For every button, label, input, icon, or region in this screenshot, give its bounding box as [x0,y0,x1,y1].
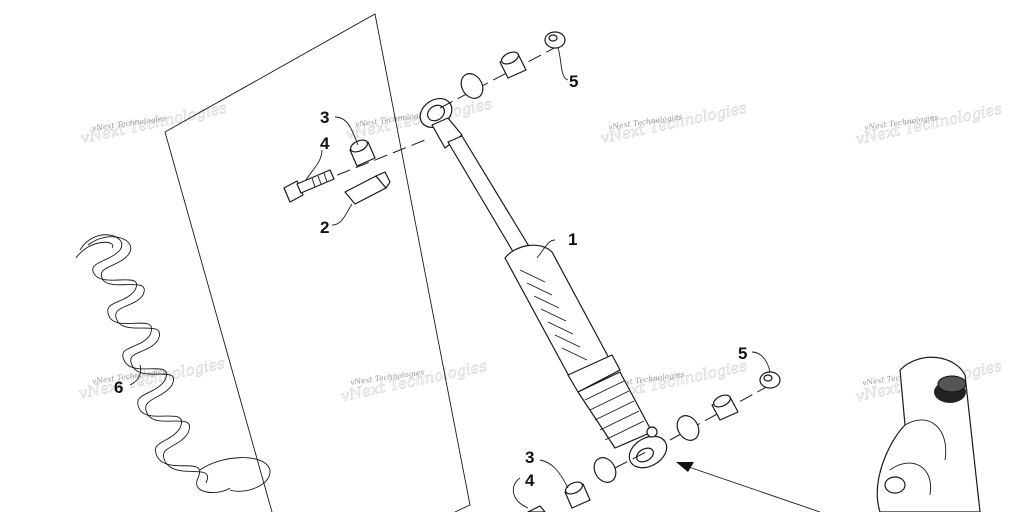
leader-3-lower [539,459,569,489]
bracket-nut-top [937,375,967,393]
leader-4-lower [512,477,529,509]
leader-3-upper [334,116,359,146]
shock-top-eye-hole [427,104,445,122]
callout-5-lower: 5 [738,344,747,363]
bushing-upper [349,139,376,167]
bolt-upper-shank [296,169,335,194]
washer-upper-a [460,73,484,99]
leader-4-upper [305,149,323,181]
bracket-ribs [889,419,947,496]
mount-arrow-line [679,463,821,512]
bracket-hole [884,476,906,494]
callout-3-lower: 3 [525,448,534,467]
pin-tip [375,171,391,189]
bushing-lower [564,457,617,509]
callout-6: 6 [114,378,123,397]
callout-3-upper: 3 [320,108,329,127]
shock-bottom-eye-hole [636,447,654,463]
spacer-lower-stack [676,371,781,441]
leader-1 [536,239,556,259]
spring-outline-edge [164,131,273,512]
leader-5-upper [557,47,569,81]
shock-body-ribs [519,269,588,361]
shock-collar [567,354,621,393]
shock-body-upper [504,244,611,379]
bolt-upper-threads [311,172,328,188]
callout-1: 1 [568,230,577,249]
bolt-lower-head [527,505,546,512]
shock-bleed-screw [646,426,658,438]
leader-6 [129,364,142,386]
spring-top-end [75,241,114,259]
callout-2: 2 [320,218,329,237]
bolt-upper [283,169,335,203]
callout-4-lower: 4 [525,471,535,490]
bushing-lower-end [564,481,584,495]
pin-upper [344,171,391,205]
shock-threads [584,380,645,441]
leader-5-lower [751,351,771,373]
shock-absorber [419,97,668,469]
leader-2 [331,203,353,226]
spring-outline-panel [164,13,471,512]
spring-coil-back [87,236,209,484]
spacer-upper-sleeve-end [500,51,520,65]
washer-lower-a [676,415,700,441]
lower-axis-line [614,449,651,469]
spacer-upper-stack [460,31,566,99]
spring-coil-front [79,234,231,494]
upper-top-axis-line [439,44,561,109]
callout-5-upper: 5 [569,72,578,91]
spacer-upper-cap-hole [548,34,558,42]
callout-4-upper: 4 [320,134,330,153]
washer-lower-b [593,457,617,483]
spacer-lower-cap-hole [763,374,773,382]
shock-shaft [447,135,531,256]
coil-spring [75,234,271,494]
spacer-lower-sleeve-end [712,394,732,408]
frame-bracket [876,356,981,512]
spring-bottom-end [199,457,271,492]
mount-arrow-head [676,462,694,472]
